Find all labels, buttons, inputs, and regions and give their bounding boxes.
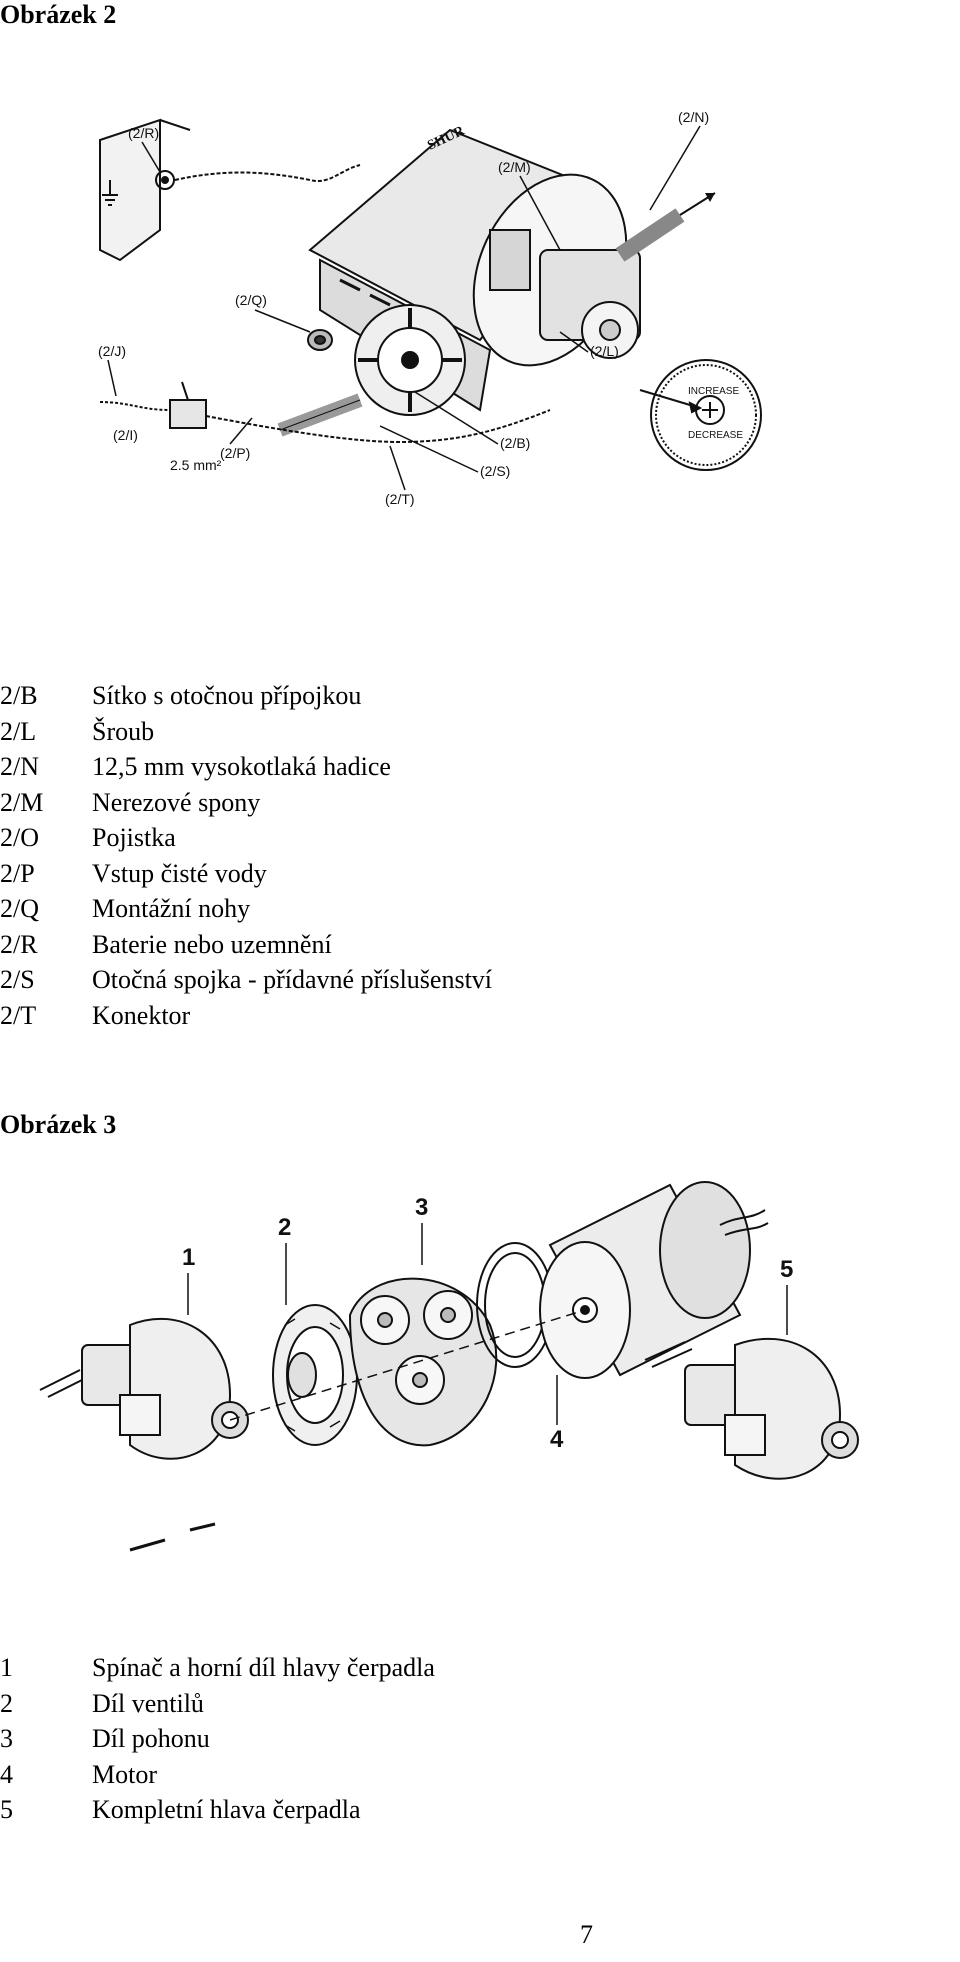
page-number: 7 xyxy=(580,1920,593,1949)
figure3-heading: Obrázek 3 xyxy=(0,1110,117,1139)
figure2-pump-installation-diagram: (2/R) SHUR + xyxy=(80,110,960,630)
strainer-swivel xyxy=(277,304,466,437)
part-2-valve xyxy=(272,1304,358,1446)
pressure-adjust-dial xyxy=(639,359,762,471)
outlet-hose xyxy=(615,208,685,262)
in-line-fuse xyxy=(99,381,551,444)
callout-2j: (2/J) xyxy=(98,343,126,359)
callout-2r: (2/R) xyxy=(128,125,159,141)
callout-5: 5 xyxy=(780,1256,793,1283)
part-3-drive xyxy=(348,1277,498,1447)
callout-wire-gauge: 2.5 mm² xyxy=(170,457,222,473)
callout-3: 3 xyxy=(415,1194,428,1221)
wall-bracket xyxy=(99,118,191,262)
callout-2: 2 xyxy=(278,1214,291,1241)
callout-2m: (2/M) xyxy=(498,159,531,175)
callout-2i: (2/I) xyxy=(113,427,138,443)
part-5-complete-head xyxy=(644,1337,859,1480)
callout-1: 1 xyxy=(182,1244,195,1271)
callout-2b: (2/B) xyxy=(500,435,530,451)
callout-2p: (2/P) xyxy=(220,445,250,461)
callout-2t: (2/T) xyxy=(385,491,415,507)
callout-2s: (2/S) xyxy=(480,463,510,479)
part-4-motor xyxy=(539,1181,769,1379)
figure2-heading: Obrázek 2 xyxy=(0,0,117,29)
mounting-foot xyxy=(307,329,333,351)
figure3-exploded-pump-diagram: 1 2 3 4 xyxy=(20,1165,920,1605)
callout-2q: (2/Q) xyxy=(235,292,267,308)
pump-head xyxy=(489,229,641,359)
dial-increase-text: INCREASE xyxy=(688,386,739,397)
callout-4: 4 xyxy=(550,1426,564,1453)
callout-2l: (2/L) xyxy=(590,343,619,359)
dial-decrease-text: DECREASE xyxy=(688,430,743,441)
callout-2n: (2/N) xyxy=(678,110,709,125)
part-1-switch-head xyxy=(39,1317,249,1552)
